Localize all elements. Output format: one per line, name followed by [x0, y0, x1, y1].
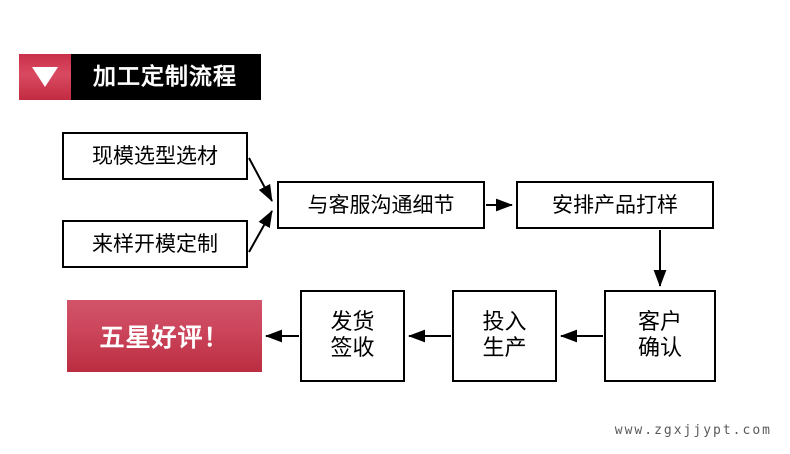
- edge-laiyang-to-kefu: [248, 210, 273, 253]
- node-yu-kefu-goutong-xijie[interactable]: 与客服沟通细节: [277, 181, 485, 229]
- node-kehu-queren[interactable]: 客户 确认: [604, 290, 716, 382]
- triangle-down-icon: [32, 67, 58, 87]
- node-wuxing-haoping[interactable]: 五星好评！: [67, 300, 262, 372]
- node-xianmo-xuanxing-xuancai[interactable]: 现模选型选材: [62, 132, 248, 180]
- title-bar: 加工定制流程: [71, 54, 261, 100]
- title-marker: [19, 54, 71, 100]
- edge-xianmo-to-kefu: [248, 157, 273, 202]
- node-laiyang-kaimo-dingzhi[interactable]: 来样开模定制: [62, 220, 248, 268]
- node-touru-shengchan[interactable]: 投入 生产: [452, 290, 557, 382]
- page-title: 加工定制流程: [93, 63, 237, 90]
- node-anpai-chanpin-dayang[interactable]: 安排产品打样: [516, 181, 714, 229]
- site-watermark: www.zgxjjypt.com: [614, 423, 772, 438]
- section-title-banner: 加工定制流程: [19, 54, 261, 100]
- node-fahuo-qianshou[interactable]: 发货 签收: [300, 290, 405, 382]
